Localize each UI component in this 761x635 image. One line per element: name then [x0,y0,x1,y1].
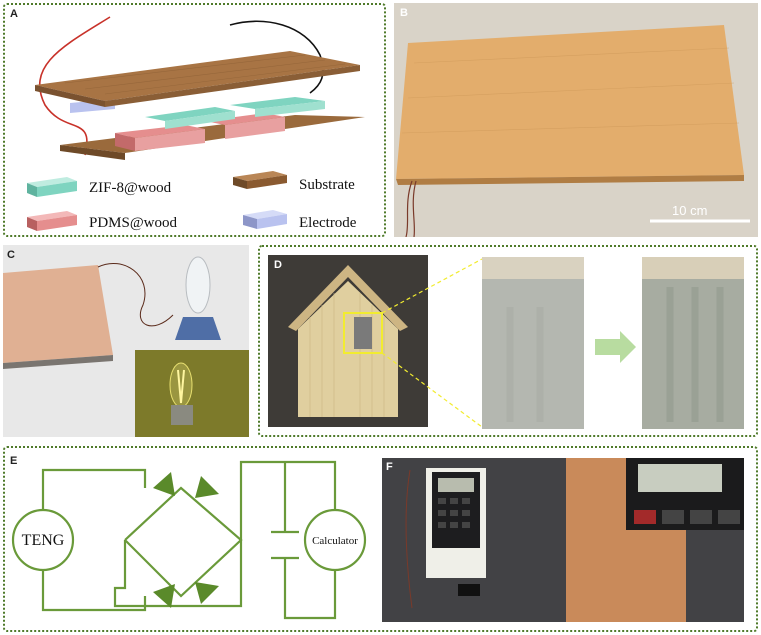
pdms-pad [115,125,205,138]
panel-c: C [3,245,249,437]
window-before [482,257,584,429]
rectifier-chip [458,584,480,596]
legend-electrode-swatch [243,210,287,229]
bridge-diodes [153,472,219,608]
panel-c-label: C [7,249,15,261]
red-wire-a [38,16,111,156]
transition-arrow [595,331,636,363]
circuit-wires [11,460,367,620]
legend-zif8-label: ZIF-8@wood [89,180,172,196]
house-wall [298,281,398,417]
zif8-pad [230,97,325,109]
house-roof [288,265,408,331]
legend-substrate-swatch [233,171,287,189]
bulb-base [175,317,221,340]
panel-b: B 10 cm [394,3,758,237]
diode-3 [153,584,175,608]
panel-d: D [258,245,758,437]
panel-a: A [3,3,386,237]
wire-c [97,262,174,327]
scale-bar-label: 10 cm [672,203,708,218]
wood-teng-photo [394,3,758,237]
bulb-glass [185,256,211,314]
teng-board [3,265,113,363]
window-highlight [343,312,383,354]
panel-f: F [382,458,744,622]
lead-wires-b [405,180,413,237]
wood-sheet [396,25,744,179]
zif8-pad [145,107,235,121]
panel-e-label: E [10,455,18,467]
legend-pdms-label: PDMS@wood [89,215,178,231]
panel-a-label: A [10,8,18,20]
teng-structure-diagram: ZIF-8@wood Substrate PDMS@wood Electrode [27,16,365,231]
legend-electrode-label: Electrode [299,215,357,231]
lcd-display [638,464,722,492]
diode-2 [195,476,219,498]
panel-d-label: D [274,259,282,271]
panel-e-f-frame: E TENG Calculator [3,446,758,632]
panel-f-label: F [386,461,393,473]
teng-label: TENG [22,532,65,549]
top-substrate [35,51,360,101]
diode-1 [153,472,175,496]
diode-4 [195,582,219,604]
wood-house-diagram [268,255,744,429]
pdms-pad [205,113,285,125]
zoom-line-top [381,258,483,314]
legend-pdms-swatch [27,211,77,231]
calculator-photo [382,458,744,622]
legend-substrate-label: Substrate [299,177,355,193]
panel-b-label: B [400,7,408,19]
legend-zif8-swatch [27,177,77,197]
calculator-label: Calculator [312,535,358,547]
led-bulb-photo [3,245,249,437]
black-wire-a [229,20,324,94]
wood-grain [64,54,346,95]
rectifier-circuit: TENG Calculator [11,460,367,620]
